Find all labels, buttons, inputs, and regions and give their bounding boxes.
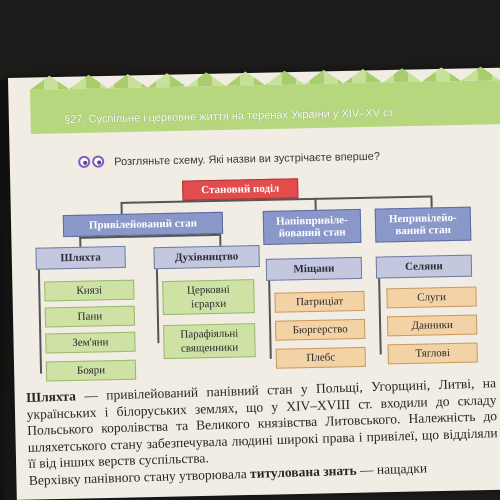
list-item-pany: Пани bbox=[44, 305, 136, 328]
connector-line bbox=[219, 233, 222, 246]
category-unprivileged: Непривілейо- ваний стан bbox=[374, 206, 472, 243]
connector-line bbox=[314, 197, 317, 210]
sub-shlyakhta: Шляхта bbox=[35, 245, 126, 270]
list-item-boyary: Бояри bbox=[45, 359, 137, 382]
list-item-patriciate: Патриціат bbox=[274, 290, 365, 313]
definition-paragraph: Шляхта — привілейований панівний стан у … bbox=[26, 375, 499, 489]
connector-line bbox=[378, 278, 382, 355]
sub-clergy: Духівництво bbox=[153, 245, 260, 270]
estate-diagram: Становий поділ Привілейований стан Напів… bbox=[22, 170, 496, 390]
list-item-plebs: Плебс bbox=[275, 346, 366, 369]
category-semi-privileged: Напівпривіле- йований стан bbox=[262, 208, 362, 245]
connector-line bbox=[37, 269, 43, 374]
task-text: Розгляньте схему. Які назви ви зустрічає… bbox=[114, 150, 381, 169]
list-item-burghers: Бюргерство bbox=[275, 318, 366, 341]
list-item-parish-priests: Парафіяльні священники bbox=[163, 323, 256, 360]
connector-line bbox=[268, 280, 272, 359]
sub-meshchany: Міщани bbox=[265, 256, 363, 281]
sub-selyany: Селяни bbox=[375, 254, 473, 279]
term-shlyakhta: Шляхта bbox=[26, 388, 77, 405]
list-item-hierarchs: Церковні ієрархи bbox=[162, 279, 255, 316]
definition-text: — привілейований панівний стан у Польщі,… bbox=[26, 375, 498, 471]
list-item-knyazi: Князі bbox=[44, 279, 135, 302]
list-item-tyaglovi: Тяглові bbox=[387, 342, 478, 365]
eyes-icon bbox=[78, 155, 106, 170]
list-item-slugy: Слуги bbox=[386, 286, 477, 309]
next-text-end: — нащадки bbox=[356, 459, 428, 478]
root-box: Становий поділ bbox=[182, 178, 299, 201]
term-titled-nobility: титулована знать bbox=[249, 462, 357, 481]
list-item-zemyany: Зем'яни bbox=[45, 331, 136, 354]
connector-line bbox=[155, 269, 160, 344]
connector-line bbox=[430, 195, 433, 208]
list-item-dannyky: Данники bbox=[386, 314, 478, 337]
